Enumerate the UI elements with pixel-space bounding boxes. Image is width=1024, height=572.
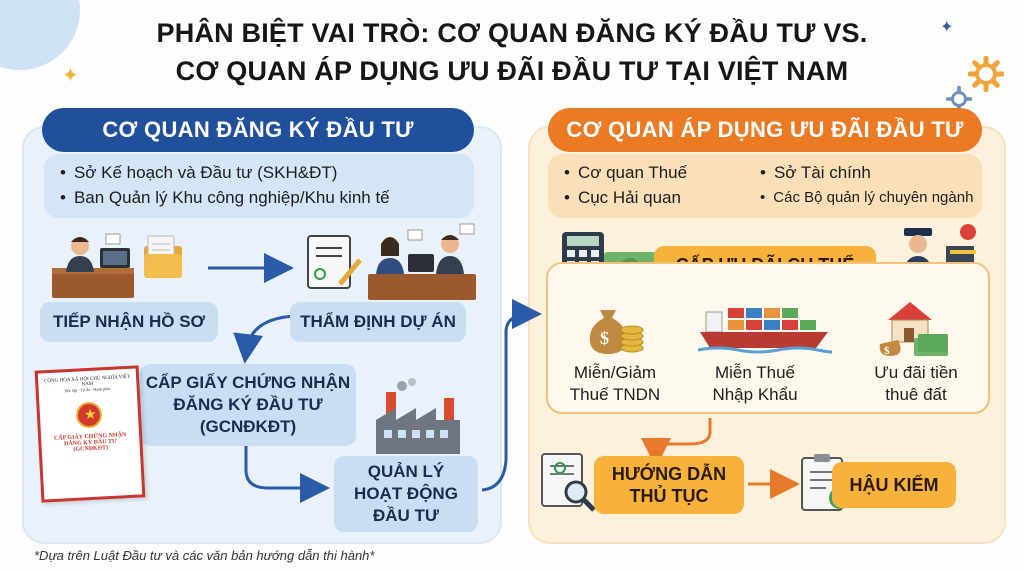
incentive-agency-header: CƠ QUAN ÁP DỤNG ƯU ĐÃI ĐẦU TƯ [548,108,982,152]
list-item: •Ban Quản lý Khu công nghiệp/Khu kinh tế [60,188,390,207]
ship-icon [698,308,832,354]
page-title: PHÂN BIỆT VAI TRÒ: CƠ QUAN ĐĂNG KÝ ĐẦU T… [156,18,868,86]
money-bag-icon: $ [589,310,644,354]
list-item: •Cục Hải quan [564,188,681,207]
list-item: •Cơ quan Thuế [564,163,688,182]
emblem-icon: ★ [75,401,103,429]
footnote: *Dựa trên Luật Đầu tư và các văn bản hướ… [34,548,375,563]
step-issue-certificate: CẤP GIẤY CHỨNG NHẬN ĐĂNG KÝ ĐẦU TƯ (GCNĐ… [140,364,356,446]
step-procedure-guidance: HƯỚNG DẪN THỦ TỤC [594,456,744,514]
certificate-document: CỘNG HÒA XÃ HỘI CHỦ NGHĨA VIỆT NAM Độc l… [34,365,146,503]
factory-icon [376,378,460,454]
step-appraise-project: THẨM ĐỊNH DỰ ÁN [290,302,466,342]
house-icon: $ [879,302,948,357]
svg-text:$: $ [600,328,609,348]
sparkle-icon: ✦ [940,19,954,36]
registration-agency-list: •Sở Kế hoạch và Đầu tư (SKH&ĐT) •Ban Quả… [44,154,474,218]
gear-icon [968,56,1004,92]
list-item: •Sở Kế hoạch và Đầu tư (SKH&ĐT) [60,163,338,182]
list-item: •Sở Tài chính [760,163,871,182]
sparkle-icon: ✦ [62,65,79,87]
magnifier-icon [541,453,596,512]
registration-agency-header: CƠ QUAN ĐĂNG KÝ ĐẦU TƯ [42,108,474,152]
svg-text:$: $ [884,345,890,357]
appraisal-team-illustration [307,223,476,300]
incentive-import-tax: Miễn Thuế Nhập Khẩu [712,363,798,404]
list-item: •Các Bộ quản lý chuyên ngành [760,189,974,206]
incentive-agency-list: •Cơ quan Thuế •Cục Hải quan •Sở Tài chín… [548,154,982,218]
step-manage-investment: QUẢN LÝ HOẠT ĐỘNG ĐẦU TƯ [334,456,478,532]
incentive-corporate-tax: Miễn/Giảm Thuế TNDN [569,363,661,404]
incentive-land-rent: Ưu đãi tiền thuê đất [874,363,958,404]
office-worker-illustration [52,233,182,298]
step-post-inspection: HẬU KIỂM [832,462,956,508]
step-receive-dossier: TIẾP NHẬN HỒ SƠ [40,302,218,342]
